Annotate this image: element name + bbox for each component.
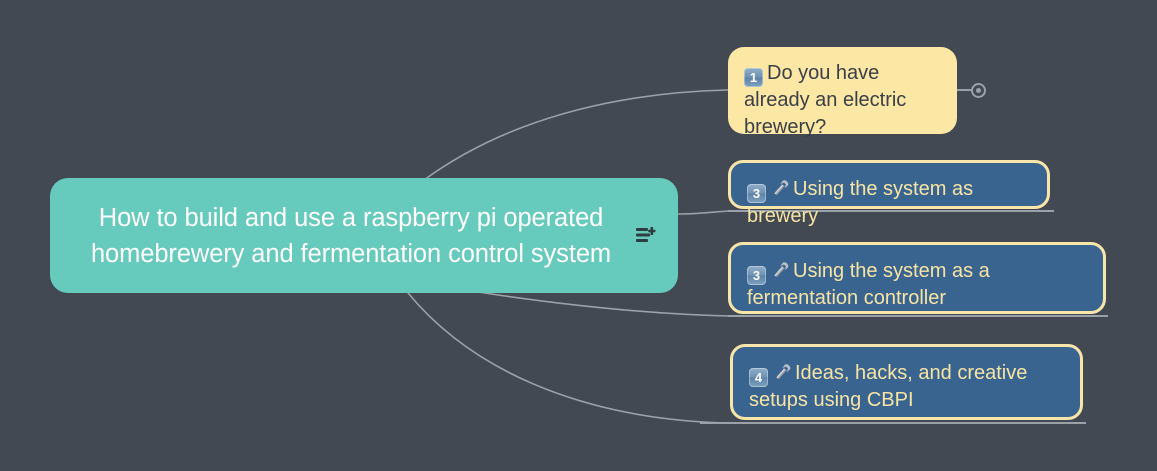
edge-bar-node-3	[728, 315, 1108, 317]
keycap-badge-3b: 3	[747, 266, 766, 285]
edge-bar-node-4	[700, 422, 1086, 424]
mindmap-node-2[interactable]: 3 Using the system as brewery	[728, 160, 1050, 227]
collapse-toggle-node-1[interactable]	[971, 83, 986, 98]
note-add-icon[interactable]	[636, 226, 658, 245]
root-node[interactable]: How to build and use a raspberry pi oper…	[50, 178, 678, 293]
keycap-badge-1: 1	[744, 68, 763, 87]
root-node-label: How to build and use a raspberry pi oper…	[90, 203, 612, 268]
mindmap-node-3[interactable]: 3 Using the system as a fermentation con…	[728, 242, 1106, 314]
node-2-text: Using the system as brewery	[747, 178, 974, 227]
node-3-text: Using the system as a fermentation contr…	[747, 260, 990, 309]
edge-root-to-node-4	[407, 292, 729, 424]
keycap-badge-3a: 3	[747, 184, 766, 203]
mindmap-node-4[interactable]: 4 Ideas, hacks, and creative setups usin…	[730, 344, 1083, 420]
edge-bar-node-2	[728, 210, 1054, 212]
node-3-label: 3 Using the system as a fermentation con…	[747, 258, 1088, 312]
edge-root-to-node-2	[677, 210, 729, 215]
node-1-text: Do you have already an electric brewery?	[744, 62, 907, 138]
node-4-label: 4 Ideas, hacks, and creative setups usin…	[749, 360, 1065, 414]
keycap-badge-4: 4	[749, 368, 768, 387]
node-2-label: 3 Using the system as brewery	[747, 176, 1032, 230]
edge-root-to-node-3	[477, 291, 729, 317]
wrench-icon	[772, 363, 792, 383]
node-4-text: Ideas, hacks, and creative setups using …	[749, 362, 1028, 411]
toggle-stem-node-1	[957, 89, 971, 91]
edge-root-to-node-1	[423, 89, 729, 181]
wrench-icon	[770, 261, 790, 281]
wrench-icon	[770, 179, 790, 199]
